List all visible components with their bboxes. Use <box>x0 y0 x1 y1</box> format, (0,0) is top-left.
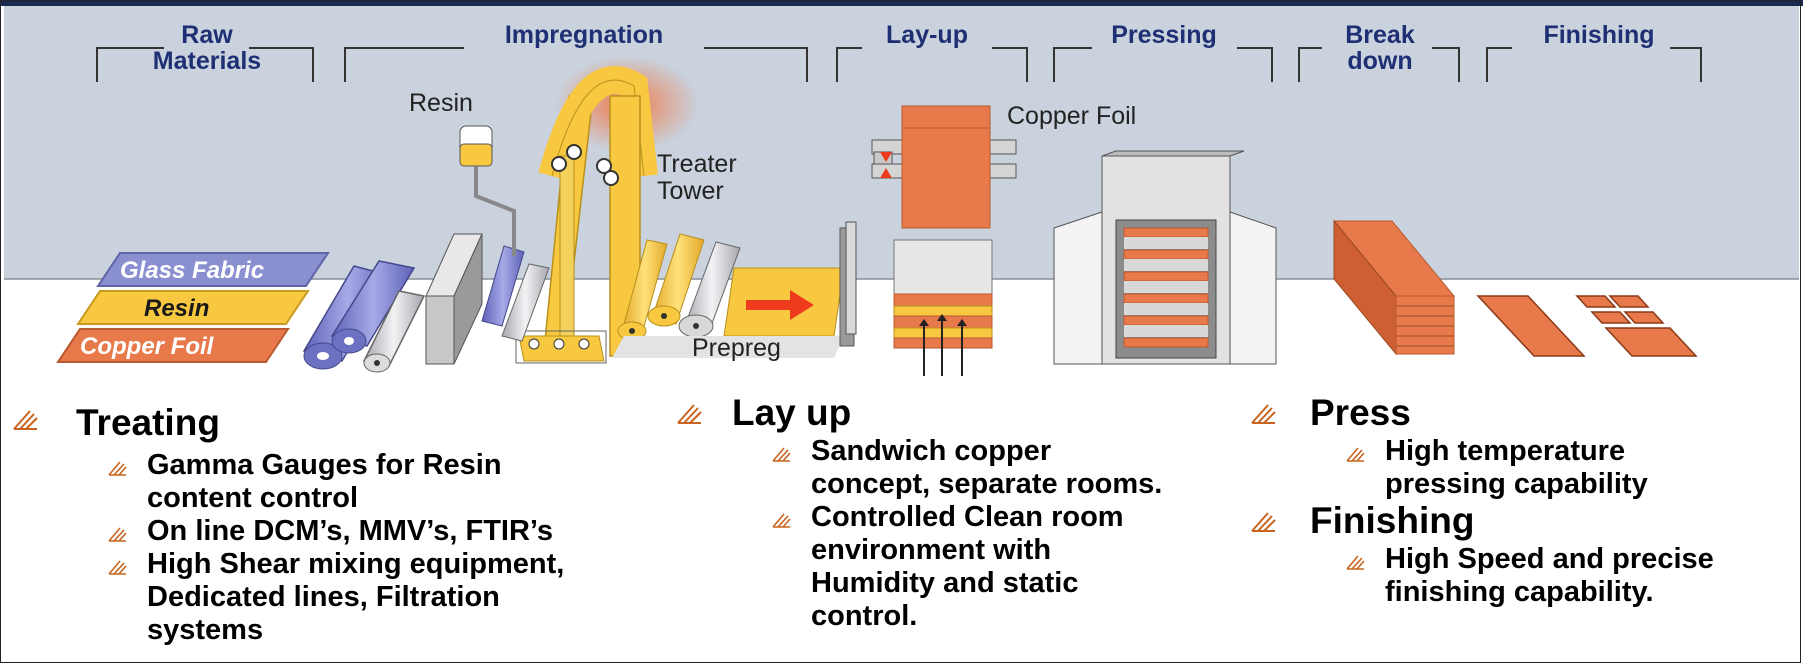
stage-pressing: Pressing <box>1111 21 1217 49</box>
layup-stack <box>893 239 993 376</box>
stage-impregnation: Impregnation <box>505 21 663 49</box>
stage-brackets <box>96 47 1702 82</box>
stage-finishing: Finishing <box>1543 21 1654 49</box>
treater-tower <box>515 66 658 364</box>
finishing-panels <box>1476 295 1698 357</box>
stage-raw-line2: Materials <box>153 47 261 75</box>
bullet-icon <box>1251 512 1276 532</box>
label-resin: Resin <box>409 89 473 117</box>
chip-glass-fabric: Glass Fabric <box>120 257 264 284</box>
breakdown-stack <box>1332 219 1456 356</box>
bullet-icon <box>13 410 38 430</box>
treating-item-mixing: High Shear mixing equipment,Dedicated li… <box>147 548 565 646</box>
label-prepreg: Prepreg <box>692 334 781 362</box>
heading-finishing: Finishing <box>1310 500 1475 541</box>
top-accent-bar <box>0 0 1803 6</box>
label-copper-foil: Copper Foil <box>1007 102 1136 130</box>
heading-press: Press <box>1310 392 1411 433</box>
prepreg-shadow <box>612 336 844 358</box>
impregnation-block <box>425 233 483 365</box>
heading-layup: Lay up <box>732 392 852 433</box>
stage-break-line2: down <box>1347 47 1412 75</box>
sub-bullet-icon <box>108 527 127 542</box>
process-diagram: Raw Materials Impregnation Lay-up Pressi… <box>4 6 1799 376</box>
sub-bullet-icon <box>1346 447 1365 462</box>
label-tower: Tower <box>657 177 724 205</box>
stage-break-line1: Break <box>1345 21 1415 49</box>
chip-copper-foil: Copper Foil <box>80 333 215 360</box>
treating-item-online: On line DCM’s, MMV’s, FTIR’s <box>147 515 554 547</box>
sub-bullet-icon <box>772 447 791 462</box>
stage-raw-line1: Raw <box>181 21 233 49</box>
stage-layup: Lay-up <box>886 21 968 49</box>
sub-bullet-icon <box>772 513 791 528</box>
chip-resin: Resin <box>144 295 209 322</box>
heading-treating: Treating <box>76 402 220 443</box>
output-rollers <box>617 233 741 341</box>
bullet-icon <box>677 404 702 424</box>
resin-tank <box>459 125 516 256</box>
bullet-icon <box>1251 404 1276 424</box>
label-treater: Treater <box>657 150 737 178</box>
sub-bullet-icon <box>108 560 127 575</box>
inner-rollers <box>481 245 550 342</box>
sub-bullet-icon <box>108 461 127 476</box>
cutter <box>839 221 857 347</box>
layup-press <box>871 105 1017 229</box>
sub-bullet-icon <box>1346 555 1365 570</box>
pressing-machine <box>1053 150 1277 365</box>
raw-material-chips <box>56 252 330 363</box>
prepreg-arrow <box>746 290 814 320</box>
feed-rollers <box>302 260 426 373</box>
